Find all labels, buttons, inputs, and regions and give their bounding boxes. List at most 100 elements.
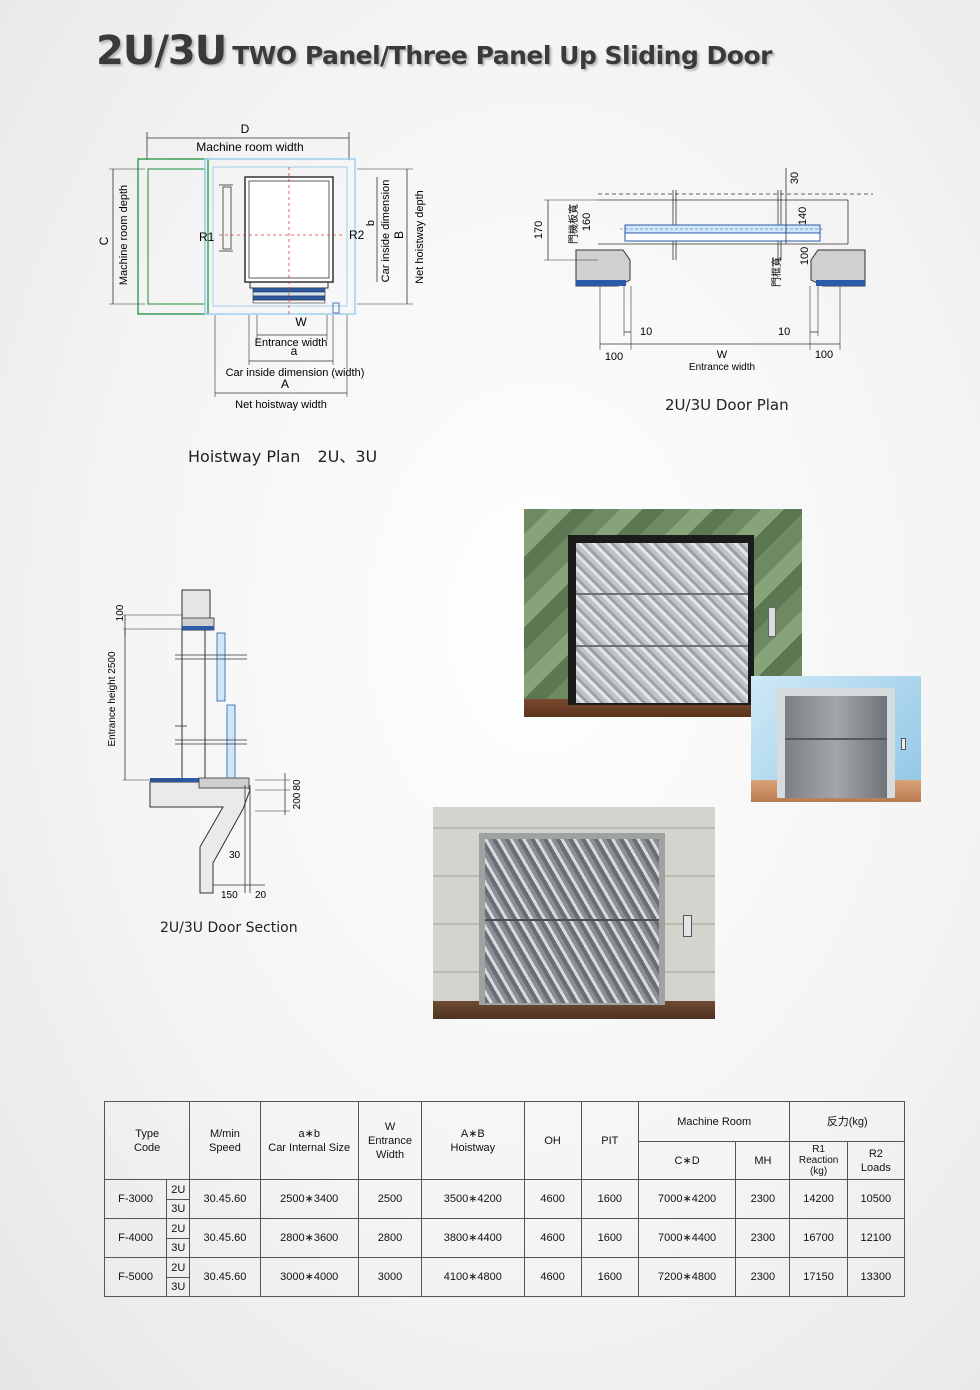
header-r2: R2 Loads [846,1141,906,1180]
label-100-right: 100 [815,349,833,361]
cell-variant: 2U [166,1218,191,1239]
label-net-hoistway-depth: Net hoistway depth [414,190,426,284]
header-machine-room: Machine Room [637,1101,791,1142]
label-a-big: A [281,377,289,391]
cell-hoist: 3800∗4400 [421,1218,525,1258]
header-type-code: Type Code [103,1101,191,1180]
door-plan-caption: 2U/3U Door Plan [665,396,789,414]
cell-variant: 2U [166,1179,191,1200]
cell-r1: 16700 [789,1218,848,1258]
cell-car: 3000∗4000 [259,1257,359,1297]
header-pit: PIT [580,1101,639,1180]
cell-speed: 30.45.60 [189,1218,261,1258]
label-200: 200 [292,792,303,809]
table-row: F-5000 2U 30.45.60 3000∗4000 3000 4100∗4… [103,1257,906,1297]
label-160: 160 [581,213,593,231]
table-row: 3U [105,1277,905,1297]
cell-code: F-3000 [103,1179,168,1219]
cell-cd: 7200∗4800 [637,1257,737,1297]
cell-variant: 2U [166,1257,191,1278]
cell-pit: 1600 [580,1218,639,1258]
label-30: 30 [789,172,801,184]
header-entrance-width: W Entrance Width [357,1101,423,1180]
cell-r2: 12100 [846,1218,906,1258]
label-w: W [717,349,728,361]
table-row: 3U [105,1238,905,1258]
table-row: F-4000 2U 30.45.60 2800∗3600 2800 3800∗4… [103,1218,906,1258]
cell-hoist: 4100∗4800 [421,1257,525,1297]
header-oh: OH [523,1101,582,1180]
cell-oh: 4600 [523,1218,582,1258]
label-cn-frame-depth: 門機板寬 [567,204,580,244]
cell-mh: 2300 [735,1257,791,1297]
spec-table: Type Code M/min Speed a∗b Car Internal S… [103,1101,906,1297]
door-section-caption: 2U/3U Door Section [160,920,298,936]
cell-w: 2800 [357,1218,423,1258]
label-r2: R2 [349,228,365,242]
header-cd: C∗D [637,1141,737,1180]
label-20: 20 [255,890,267,901]
section-lower-panel [226,704,236,781]
cell-code: F-5000 [103,1257,168,1297]
door-panel-2 [624,232,821,242]
hoistway-outline [204,158,356,315]
label-170: 170 [533,221,545,239]
label-entrance-height: Entrance height 2500 [107,651,118,747]
cell-r1: 17150 [789,1257,848,1297]
counterweight [222,186,232,250]
cell-r1: 14200 [789,1179,848,1219]
cell-r2: 10500 [846,1179,906,1219]
label-10-right: 10 [778,326,790,338]
label-10-left: 10 [640,326,652,338]
label-car-inside-dimension: Car inside dimension [380,180,392,283]
door-section-diagram: 100 Entrance height 2500 80 200 30 150 2… [107,589,303,901]
photo-door-gray-stone [433,807,715,1019]
cell-mh: 2300 [735,1218,791,1258]
hoistway-plan-caption-text: Hoistway Plan [188,447,301,466]
hoistway-plan-caption: Hoistway Plan 2U、3U [188,443,377,467]
header-car-size: a∗b Car Internal Size [259,1101,359,1180]
label-r1: R1 [199,230,215,244]
cell-w: 3000 [357,1257,423,1297]
cell-oh: 4600 [523,1179,582,1219]
cell-variant: 3U [166,1238,191,1258]
cell-variant: 3U [166,1199,191,1219]
label-a-small: a [291,344,298,358]
cell-cd: 7000∗4400 [637,1218,737,1258]
label-100: 100 [115,604,126,621]
label-b-small: b [365,220,377,226]
hoistway-plan-caption-models: 2U、3U [317,447,378,466]
cell-hoist: 3500∗4200 [421,1179,525,1219]
header-speed: M/min Speed [189,1101,261,1180]
label-cn-frame-width: 門框寬 [770,257,783,287]
cell-speed: 30.45.60 [189,1179,261,1219]
label-w: W [295,315,307,329]
call-button-panel-icon [683,915,692,937]
hoistway-plan-diagram: D Machine room width R1 R2 C Machine roo… [97,122,426,411]
label-c: C [97,236,111,245]
door-plan-diagram: 170 160 門機板寬 30 140 100 門框寬 10 10 100 W … [533,168,873,373]
cell-pit: 1600 [580,1257,639,1297]
label-d: D [241,122,250,136]
header-mh: MH [735,1141,791,1180]
cell-pit: 1600 [580,1179,639,1219]
label-140: 140 [797,207,809,225]
cell-speed: 30.45.60 [189,1257,261,1297]
table-row: F-3000 2U 30.45.60 2500∗3400 2500 3500∗4… [103,1179,906,1219]
header-reaction: 反力(kg) [789,1101,905,1142]
machine-room-outline [137,158,209,315]
label-car-inside-width: Car inside dimension (width) [226,367,365,379]
label-100-left: 100 [605,351,623,363]
cell-variant: 3U [166,1277,191,1297]
cell-cd: 7000∗4200 [637,1179,737,1219]
header-r1: R1 Reaction (kg) [789,1141,848,1180]
label-entrance-width: Entrance width [689,362,755,373]
cell-car: 2800∗3600 [259,1218,359,1258]
title-sub: TWO Panel/Three Panel Up Sliding Door [232,41,772,70]
call-button-panel-icon [901,738,906,750]
label-30: 30 [229,850,241,861]
photo-door-steel [751,676,921,802]
label-80: 80 [292,779,303,791]
label-machine-room-width: Machine room width [196,140,303,154]
call-button-panel-icon [768,607,776,637]
